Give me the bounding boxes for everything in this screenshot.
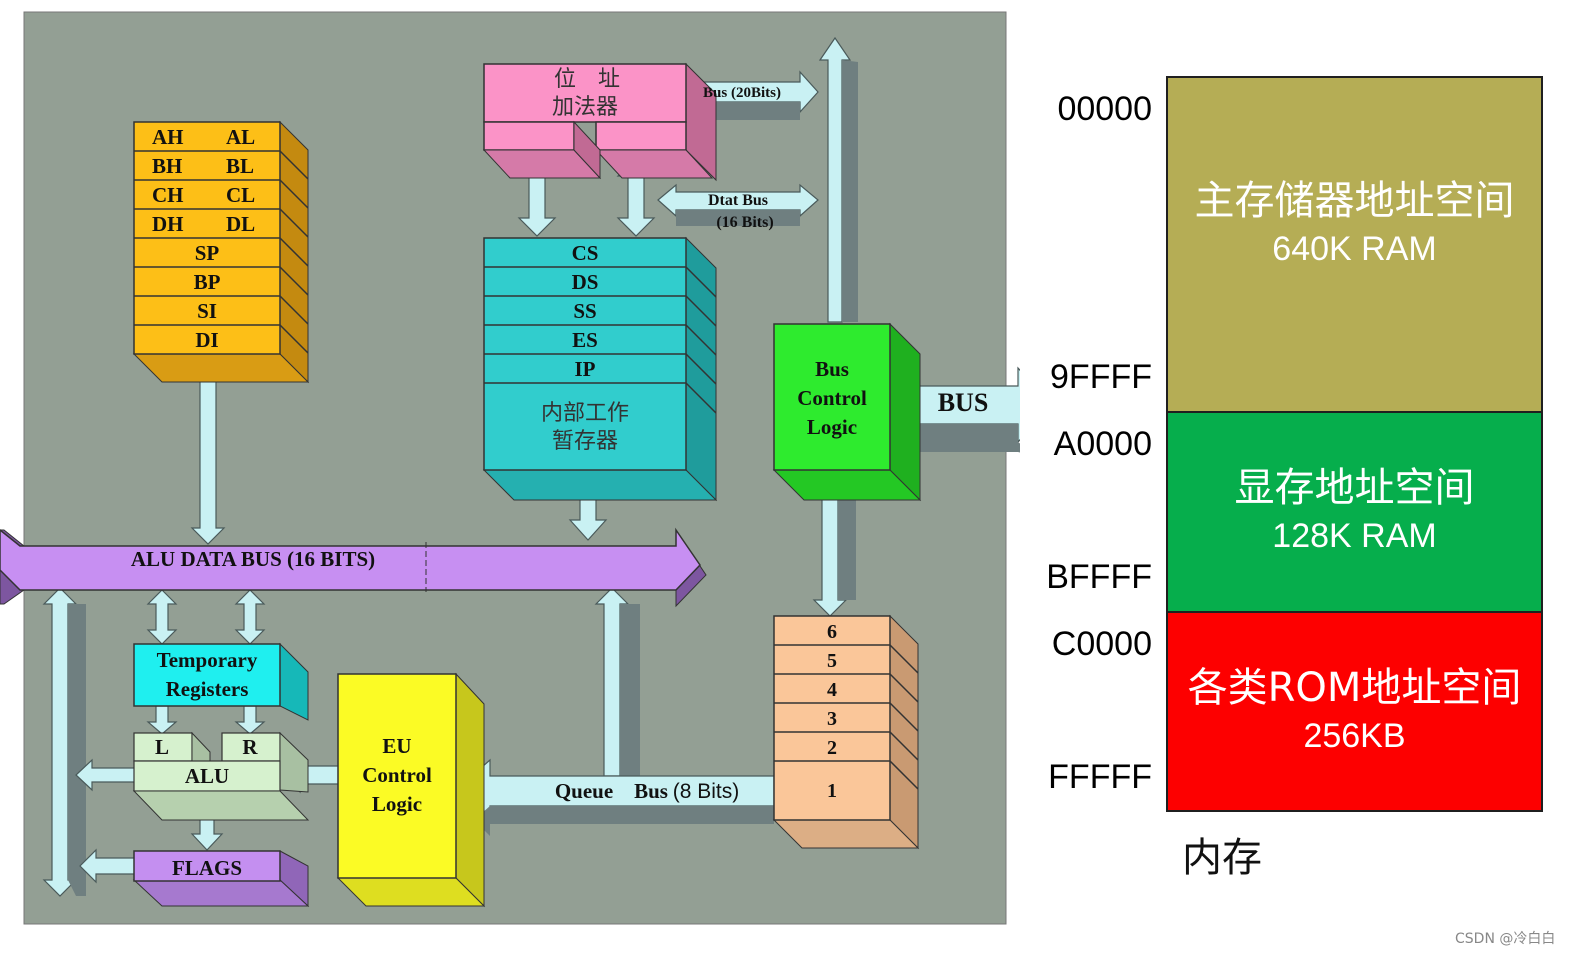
alu-data-bus: ALU DATA BUS (16 BITS) [0,527,707,608]
queue-slot-1: 1 [827,780,837,802]
register-ah: AH [152,125,184,149]
memory-block-video-ram-size: 128K RAM [1272,517,1437,555]
queue-slot-4: 4 [827,679,837,701]
address-fffff: FFFFF [1048,758,1152,796]
memory-address-labels: 00000 9FFFF A0000 BFFFF C0000 FFFFF [1030,0,1152,955]
memory-block-main-ram: 主存储器地址空间 640K RAM [1166,76,1543,413]
queue-slot-3: 3 [827,708,837,730]
alu-label: ALU [185,764,229,788]
flags-label: FLAGS [172,856,242,880]
temp-registers-label-2: Registers [166,677,249,701]
register-cs: CS [572,241,599,265]
alu-block: L R ALU [132,731,310,821]
alu-r-label: R [242,735,258,759]
eu-control-label-3: Logic [372,792,422,816]
memory-block-video-ram-title: 显存地址空间 [1234,465,1475,511]
memory-block-video-ram: 显存地址空间 128K RAM [1166,411,1543,613]
alu-l-label: L [155,735,169,759]
register-bl: BL [226,154,254,178]
register-bp: BP [194,270,221,294]
instruction-queue: 6 5 4 3 2 1 [772,614,920,850]
eu-control-label-1: EU [382,734,411,758]
register-bh: BH [152,154,182,178]
data-bus-label-1: Dtat Bus [708,192,768,209]
alu-left-arrow [75,758,137,792]
eu-control-logic: EU Control Logic [336,672,486,908]
address-c0000: C0000 [1051,625,1152,663]
register-cl: CL [226,183,255,207]
temporary-registers: Temporary Registers [133,642,309,721]
register-ss: SS [573,299,596,323]
watermark: CSDN @冷白白 [1455,931,1556,947]
register-di: DI [195,328,218,352]
queue-slot-5: 5 [827,650,837,672]
queue-bus-bits-label: (8 Bits) [673,780,740,803]
register-al: AL [226,125,255,149]
queue-bus-label: Queue [555,779,613,803]
bus-control-logic: Bus Control Logic [772,322,922,502]
flags-register: FLAGS [132,850,310,908]
queue-bus-label-word2: Bus [634,779,668,803]
flags-left-arrow [79,848,137,884]
bus-20bits-label: Bus (20Bits) [703,85,781,101]
alu-bus-label: ALU DATA BUS (16 BITS) [131,547,375,571]
internal-temp-label-2: 暂存器 [552,429,618,454]
register-ip: IP [575,357,596,381]
memory-block-main-ram-size: 640K RAM [1272,230,1437,268]
memory-block-rom: 各类ROM地址空间 256KB [1166,611,1543,812]
address-adder: 位 址 加法器 [482,62,717,182]
address-00000: 00000 [1057,90,1152,128]
bus-control-label-3: Logic [807,415,857,439]
memory-block-main-ram-title: 主存储器地址空间 [1194,178,1515,224]
temp-alu-arrow-2 [234,705,266,735]
address-adder-label-1: 位 址 [554,67,620,92]
internal-temp-label-1: 内部工作 [541,401,629,426]
bus-control-label-2: Control [797,386,867,410]
memory-block-rom-size: 256KB [1303,717,1406,755]
cpu-8086-diagram: AH AL BH BL CH CL DH DL SP BP SI DI 位 址 … [0,11,1020,925]
queue-slot-2: 2 [827,737,837,759]
address-adder-label-2: 加法器 [552,95,618,120]
temp-registers-label-1: Temporary [157,648,258,672]
eu-control-label-2: Control [362,763,432,787]
register-ds: DS [572,270,599,294]
memory-caption: 内存 [1182,835,1262,881]
address-a0000: A0000 [1053,425,1152,463]
temp-alu-arrow-1 [146,705,178,735]
address-9ffff: 9FFFF [1050,358,1152,396]
data-bus-label-2: (16 Bits) [716,214,773,231]
general-register-stack: AH AL BH BL CH CL DH DL SP BP SI DI [132,120,310,384]
memory-block-rom-title: 各类ROM地址空间 [1187,665,1522,711]
address-bffff: BFFFF [1046,558,1152,596]
register-sp: SP [195,241,220,265]
segment-register-stack: CS DS SS ES IP 内部工作 暂存器 [482,236,718,502]
bus-control-label-1: Bus [815,357,849,381]
register-ch: CH [152,183,184,207]
register-dl: DL [226,212,255,236]
queue-slot-6: 6 [827,621,837,643]
bus-label: BUS [938,388,989,417]
register-si: SI [197,299,217,323]
register-es: ES [572,328,598,352]
register-dh: DH [152,212,184,236]
